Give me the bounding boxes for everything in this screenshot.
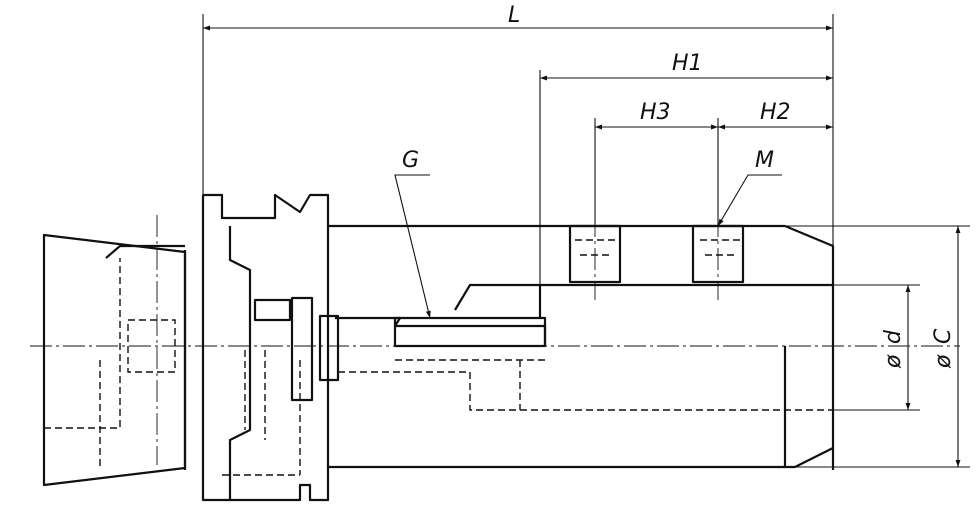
- hidden-edges: [44, 239, 833, 476]
- dim-label-H3: H3: [640, 100, 671, 125]
- dim-label-C-group: ø C: [931, 328, 956, 369]
- centre-lines: [30, 215, 960, 465]
- diameter-symbol-d: ø: [881, 354, 906, 369]
- dim-label-G: G: [402, 148, 419, 173]
- extension-lines: [202, 14, 970, 468]
- dim-label-d: d: [881, 329, 906, 344]
- dim-label-M: M: [755, 148, 774, 173]
- dim-label-H2: H2: [760, 100, 791, 125]
- tool-holder-outline: [42, 193, 835, 502]
- dim-label-L: L: [508, 3, 520, 28]
- dimension-lines: [203, 25, 961, 467]
- dim-label-d-group: ø d: [881, 329, 906, 369]
- dim-label-H1: H1: [672, 51, 703, 76]
- diameter-symbol-C: ø: [931, 354, 956, 369]
- dim-label-C: C: [931, 328, 956, 344]
